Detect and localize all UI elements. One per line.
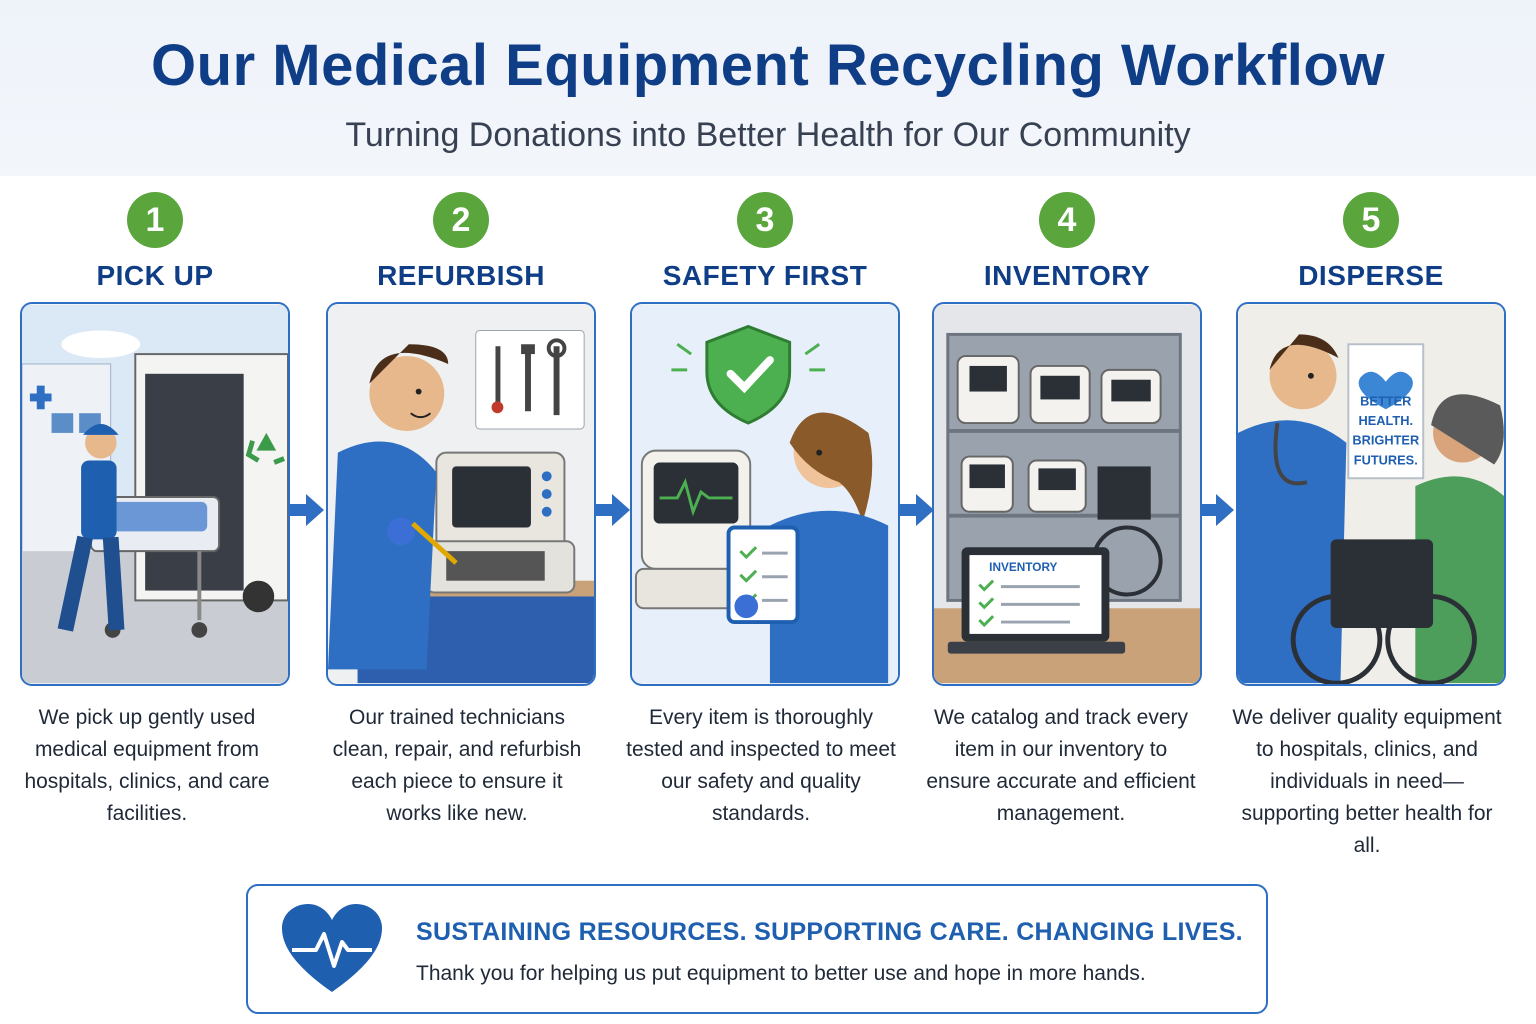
step-number-badge: 5: [1343, 192, 1399, 248]
step-number-badge: 2: [433, 192, 489, 248]
step-label: REFURBISH: [377, 260, 545, 291]
step-number-badge: 1: [127, 192, 183, 248]
arrow-right-icon: [290, 494, 324, 526]
step-2-illustration: [326, 302, 596, 686]
disperse-scene: BETTER HEALTH. BRIGHTER FUTURES.: [1238, 304, 1504, 684]
step-1-description: We pick up gently used medical equipment…: [24, 706, 270, 825]
poster-line: BETTER: [1360, 393, 1411, 408]
arrow-right-icon: [596, 494, 630, 526]
tools-icon: [491, 338, 567, 416]
step-1-header: 1 PICK UP: [20, 192, 290, 292]
header: Our Medical Equipment Recycling Workflow…: [0, 0, 1536, 176]
poster-line: FUTURES.: [1354, 452, 1418, 467]
arrow-right-icon: [900, 494, 934, 526]
step-5-illustration: BETTER HEALTH. BRIGHTER FUTURES.: [1236, 302, 1506, 686]
heart-pulse-icon: [282, 904, 382, 992]
inventory-screen-title: INVENTORY: [989, 560, 1057, 574]
step-3-description: Every item is thoroughly tested and insp…: [626, 706, 896, 825]
wheelchair-icon: [1091, 466, 1163, 597]
arrow-right-icon: [1200, 494, 1234, 526]
inventory-scene: INVENTORY: [934, 304, 1200, 684]
page-subtitle: Turning Donations into Better Health for…: [345, 116, 1191, 154]
safety-scene: [632, 304, 898, 684]
step-number-badge: 3: [737, 192, 793, 248]
pickup-scene: [22, 304, 288, 684]
step-3-illustration: [630, 302, 900, 686]
step-label: INVENTORY: [983, 260, 1151, 291]
footer-message: Thank you for helping us put equipment t…: [416, 962, 1146, 985]
step-3-header: 3 SAFETY FIRST: [630, 192, 900, 292]
step-1-illustration: [20, 302, 290, 686]
shield-check-icon: [671, 324, 826, 425]
recycle-icon: [245, 432, 285, 465]
poster-line: HEALTH.: [1359, 413, 1414, 428]
refurbish-scene: [328, 304, 594, 684]
step-number-badge: 4: [1039, 192, 1095, 248]
poster-line: BRIGHTER: [1352, 433, 1419, 448]
step-label: SAFETY FIRST: [662, 260, 868, 291]
step-4-illustration: INVENTORY: [932, 302, 1202, 686]
page-title: Our Medical Equipment Recycling Workflow: [151, 33, 1385, 98]
step-4-header: 4 INVENTORY: [932, 192, 1202, 292]
step-5-description: We deliver quality equipment to hospital…: [1232, 706, 1502, 857]
step-label: PICK UP: [96, 260, 214, 291]
step-label: DISPERSE: [1298, 260, 1444, 291]
step-2-header: 2 REFURBISH: [326, 192, 596, 292]
footer-tagline: SUSTAINING RESOURCES. SUPPORTING CARE. C…: [416, 918, 1243, 946]
step-2-description: Our trained technicians clean, repair, a…: [332, 706, 582, 825]
footer-banner: SUSTAINING RESOURCES. SUPPORTING CARE. C…: [246, 884, 1268, 1014]
step-5-header: 5 DISPERSE: [1236, 192, 1506, 292]
heart-icon: [1358, 371, 1413, 410]
step-4-description: We catalog and track every item in our i…: [926, 706, 1196, 825]
